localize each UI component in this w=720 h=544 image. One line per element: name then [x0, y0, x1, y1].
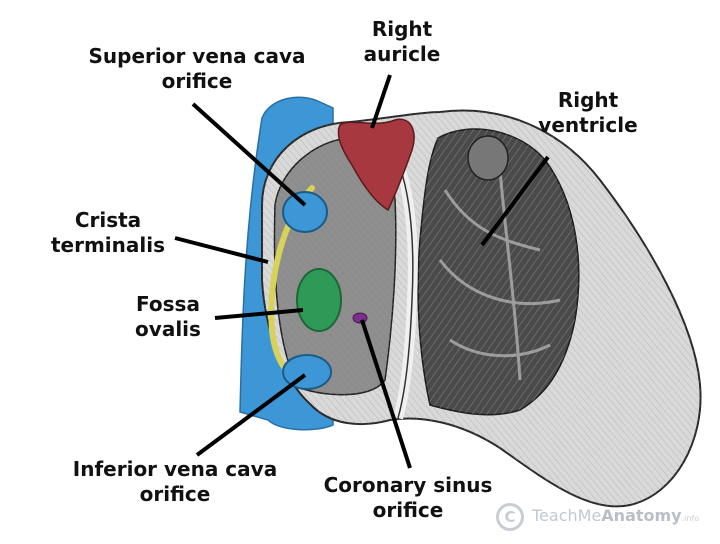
svc-orifice — [282, 191, 328, 233]
label-fossa-ovalis: Fossa ovalis — [135, 292, 201, 341]
label-crista-terminalis: Crista terminalis — [50, 208, 166, 257]
watermark: C TeachMeAnatomy.info — [496, 503, 711, 537]
label-right-ventricle: Right ventricle — [538, 88, 638, 137]
trabeculae — [438, 169, 561, 381]
label-coronary-sinus-orifice: Coronary sinus orifice — [323, 473, 493, 522]
pointer-crista — [174, 236, 269, 264]
label-inferior-vena-cava-orifice: Inferior vena cava orifice — [72, 457, 278, 506]
watermark-brand: TeachMeAnatomy.info — [532, 506, 700, 525]
pointer-svc — [191, 102, 307, 207]
copyright-icon — [496, 503, 524, 531]
pointer-coronary — [360, 319, 412, 469]
pulmonary-trunk — [467, 135, 509, 181]
label-right-auricle: Right auricle — [363, 17, 441, 66]
pointer-ivc — [195, 373, 307, 457]
label-superior-vena-cava-orifice: Superior vena cava orifice — [88, 44, 306, 93]
pointer-ventricle — [480, 155, 550, 247]
right-auricle — [337, 118, 415, 212]
pointer-auricle — [370, 74, 392, 129]
fossa-ovalis — [296, 268, 342, 332]
pointer-fossa — [214, 308, 304, 320]
coronary-sinus-orifice — [352, 312, 368, 324]
